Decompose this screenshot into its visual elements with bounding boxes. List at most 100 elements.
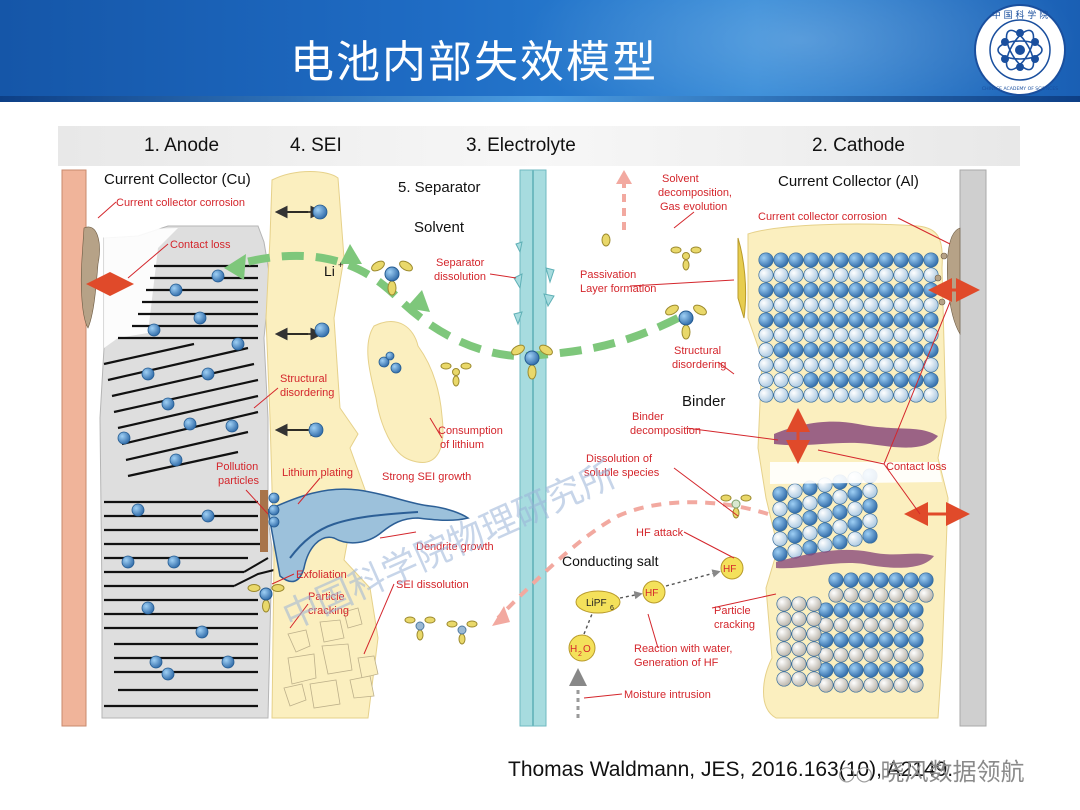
cathode-particle bbox=[833, 647, 849, 663]
cathode-particle bbox=[873, 587, 889, 603]
cathode-particle bbox=[908, 357, 924, 373]
cathode-particle bbox=[776, 671, 792, 687]
cathode-particle bbox=[893, 677, 909, 693]
cathode-particle bbox=[788, 342, 804, 358]
cathode-particle bbox=[806, 641, 822, 657]
label-particle-cracking-c1: Particle bbox=[714, 605, 751, 617]
cathode-particle bbox=[772, 516, 788, 532]
cathode-particle bbox=[848, 677, 864, 693]
cathode-particle bbox=[817, 507, 833, 523]
cathode-particle bbox=[818, 372, 834, 388]
label-separator-dissolution-2: dissolution bbox=[434, 271, 486, 283]
cathode-particle bbox=[908, 252, 924, 268]
cathode-particle bbox=[858, 587, 874, 603]
cathode-particle bbox=[818, 632, 834, 648]
hf-chip-1: HF bbox=[645, 588, 658, 599]
cathode-particle bbox=[773, 327, 789, 343]
wechat-icon: ○○ bbox=[838, 761, 873, 785]
label-sei-dissolution: SEI dissolution bbox=[396, 579, 469, 591]
cathode-particle bbox=[758, 372, 774, 388]
slide-title: 电池内部失效模型 bbox=[290, 37, 658, 88]
cathode-particle bbox=[878, 312, 894, 328]
cathode-particle bbox=[772, 501, 788, 517]
cathode-particle bbox=[863, 602, 879, 618]
label-contact-loss-left: Contact loss bbox=[170, 239, 231, 251]
cathode-particle bbox=[833, 342, 849, 358]
cathode-particle bbox=[848, 342, 864, 358]
cathode-particle bbox=[863, 327, 879, 343]
cathode-particle bbox=[888, 572, 904, 588]
label-struct-dis-anode-1: Structural bbox=[280, 373, 327, 385]
cathode-particle bbox=[893, 267, 909, 283]
cathode-particle bbox=[773, 282, 789, 298]
cathode-particle bbox=[806, 626, 822, 642]
solvent-molecules bbox=[247, 233, 752, 645]
cathode-particle bbox=[803, 252, 819, 268]
cathode-particle bbox=[847, 516, 863, 532]
cathode-particle bbox=[758, 327, 774, 343]
label-binder-decomp-2: decomposition bbox=[630, 425, 701, 437]
cathode-particle bbox=[893, 357, 909, 373]
cathode-particle bbox=[893, 342, 909, 358]
cathode-particle bbox=[908, 647, 924, 663]
cathode-particle bbox=[803, 282, 819, 298]
anode-header: 1. Anode bbox=[144, 135, 219, 156]
label-hf-attack: HF attack bbox=[636, 527, 684, 539]
cathode-particle bbox=[863, 357, 879, 373]
cathode-particle bbox=[878, 327, 894, 343]
cathode-particle bbox=[803, 297, 819, 313]
cathode-particle bbox=[772, 486, 788, 502]
cathode-particle bbox=[818, 342, 834, 358]
cathode-particle bbox=[818, 617, 834, 633]
label-particle-cracking-a2: cracking bbox=[308, 605, 349, 617]
cathode-particle bbox=[848, 662, 864, 678]
cathode-particle bbox=[833, 312, 849, 328]
lipf6-sub: 6 bbox=[610, 605, 614, 612]
cathode-particle bbox=[848, 372, 864, 388]
cathode-particle bbox=[758, 387, 774, 403]
cathode-particle bbox=[862, 483, 878, 499]
passivation-layer bbox=[737, 237, 747, 319]
cathode-particle bbox=[878, 267, 894, 283]
cathode-particle bbox=[878, 282, 894, 298]
cathode-particle bbox=[788, 282, 804, 298]
cathode-particle bbox=[903, 572, 919, 588]
cathode-particle bbox=[893, 372, 909, 388]
cathode-particle bbox=[878, 342, 894, 358]
cathode-particle bbox=[758, 252, 774, 268]
logo-top-text: 中 国 科 学 院 bbox=[992, 9, 1048, 21]
cc-corrosion-left bbox=[80, 226, 100, 329]
cc-al-label: Current Collector (Al) bbox=[778, 173, 919, 190]
cathode-particle bbox=[791, 656, 807, 672]
cathode-particle bbox=[893, 602, 909, 618]
cathode-particle bbox=[833, 282, 849, 298]
cathode-particle bbox=[878, 372, 894, 388]
cas-logo: 中 国 科 学 院 CHINESE ACADEMY OF SCIENCES bbox=[974, 4, 1066, 96]
al-current-collector bbox=[959, 169, 987, 727]
cathode-particle bbox=[832, 489, 848, 505]
cathode-particle bbox=[828, 572, 844, 588]
cathode-particle bbox=[908, 602, 924, 618]
label-dissolution-1: Dissolution of bbox=[586, 453, 653, 465]
cathode-header: 2. Cathode bbox=[812, 135, 905, 156]
cathode-particle bbox=[803, 327, 819, 343]
cathode-particle bbox=[863, 312, 879, 328]
cathode-particle bbox=[923, 297, 939, 313]
cathode-particle bbox=[776, 656, 792, 672]
cathode-particle bbox=[848, 297, 864, 313]
label-passivation-1: Passivation bbox=[580, 269, 636, 281]
cathode-particle bbox=[817, 522, 833, 538]
cathode-particle bbox=[893, 617, 909, 633]
cathode-particle bbox=[833, 387, 849, 403]
cathode-particle bbox=[893, 647, 909, 663]
cathode-particle bbox=[923, 312, 939, 328]
cathode-particle bbox=[773, 297, 789, 313]
cathode-particle bbox=[788, 312, 804, 328]
cathode-particle bbox=[803, 312, 819, 328]
cathode-particle bbox=[776, 611, 792, 627]
cathode-particle bbox=[833, 602, 849, 618]
cathode-particle bbox=[863, 297, 879, 313]
cathode-particle bbox=[908, 342, 924, 358]
cathode-particle bbox=[848, 647, 864, 663]
cathode-particle bbox=[848, 282, 864, 298]
